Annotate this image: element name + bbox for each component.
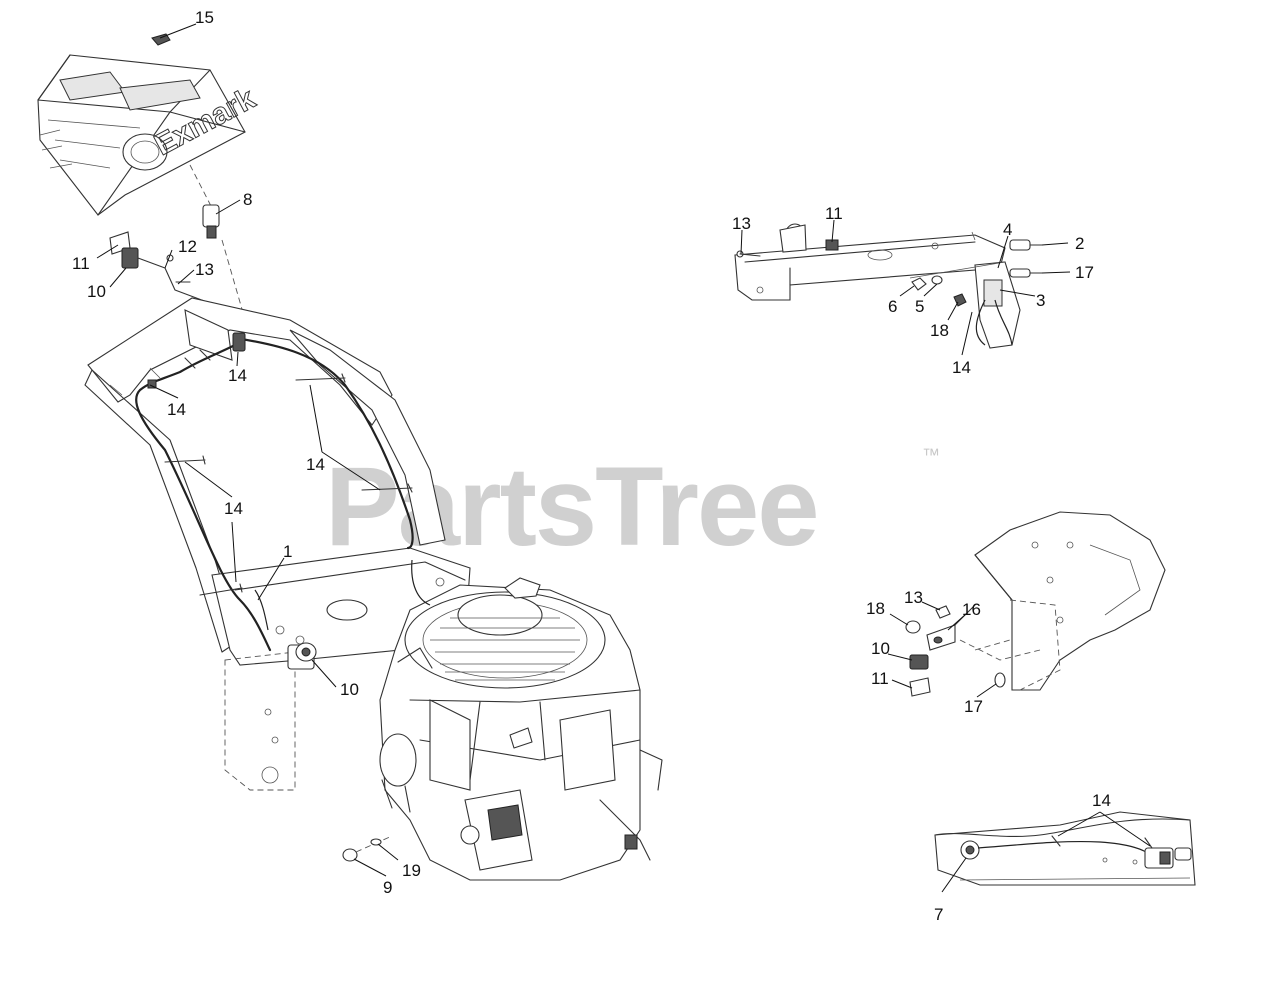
wire-harness — [135, 332, 414, 652]
callout-12: 12 — [178, 237, 197, 256]
callout-4: 4 — [1003, 220, 1012, 239]
callout-1: 1 — [283, 542, 292, 561]
callout-16: 16 — [962, 600, 981, 619]
callout-19: 19 — [402, 861, 421, 880]
callout-5: 5 — [915, 297, 924, 316]
callout-labels: 15 8 11 12 13 10 14 14 14 14 1 10 19 9 1… — [72, 8, 1111, 924]
callout-14: 14 — [167, 400, 186, 419]
deck-assembly — [934, 811, 1196, 886]
callout-7: 7 — [934, 905, 943, 924]
callout-18: 18 — [866, 599, 885, 618]
key-switch — [189, 164, 249, 331]
callout-14: 14 — [1092, 791, 1111, 810]
callout-18: 18 — [930, 321, 949, 340]
callout-14: 14 — [228, 366, 247, 385]
callout-11: 11 — [871, 669, 889, 688]
callout-6: 6 — [888, 297, 897, 316]
callout-10: 10 — [340, 680, 359, 699]
callout-11: 11 — [825, 204, 843, 223]
engine — [342, 559, 663, 881]
callout-10: 10 — [871, 639, 890, 658]
callout-13: 13 — [904, 588, 923, 607]
callout-3: 3 — [1036, 291, 1045, 310]
callout-14: 14 — [952, 358, 971, 377]
callout-9: 9 — [383, 878, 392, 897]
leader-lines — [96, 23, 1151, 893]
callout-13: 13 — [195, 260, 214, 279]
callout-2: 2 — [1075, 234, 1084, 253]
callout-10: 10 — [87, 282, 106, 301]
console-cover: Exmark — [37, 33, 261, 216]
callout-11: 11 — [72, 254, 90, 273]
callout-17: 17 — [964, 697, 983, 716]
callout-15: 15 — [195, 8, 214, 27]
callout-14: 14 — [224, 499, 243, 518]
callout-13: 13 — [732, 214, 751, 233]
fender-assembly — [905, 511, 1166, 697]
callout-8: 8 — [243, 190, 252, 209]
callout-17: 17 — [1075, 263, 1094, 282]
callout-14: 14 — [306, 455, 325, 474]
right-bracket-assembly — [734, 223, 1043, 349]
trademark-symbol: ™ — [922, 445, 940, 465]
